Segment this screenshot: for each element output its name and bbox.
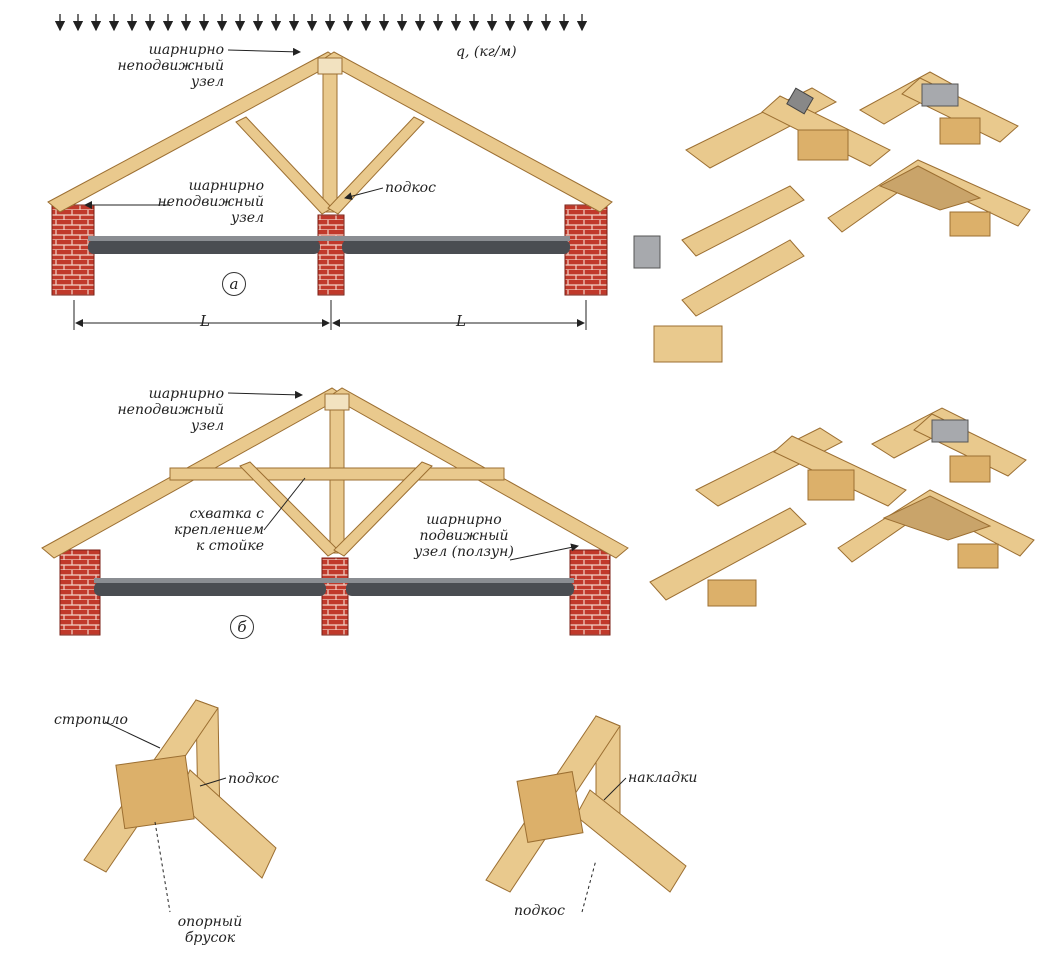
slider-label: шарнирно подвижный узел (ползун) <box>404 512 524 560</box>
brace-right <box>327 116 425 215</box>
joint-detail-left <box>83 699 277 913</box>
slider-label-line3: узел (ползун) <box>414 544 514 560</box>
brace-label-detail-left: подкос <box>228 771 279 787</box>
node-details-top <box>633 71 1031 363</box>
figure-letter-a: а <box>222 272 246 296</box>
wall-center <box>317 214 345 296</box>
ridge-node-label-a-line3: узел <box>191 74 224 90</box>
floor-beam-right <box>342 240 570 254</box>
eave-node-label-a-line3: узел <box>231 210 264 226</box>
slider-label-line2: подвижный <box>419 528 509 544</box>
span-label-right: L <box>456 312 466 330</box>
brace-label-a: подкос <box>385 180 436 196</box>
ridge-node-label-b-line3: узел <box>191 418 224 434</box>
eave-node-label-a: шарнирно неподвижный узел <box>128 178 264 226</box>
floor-beam-left <box>88 240 320 254</box>
ridge-node-label-a-line1: шарнирно <box>148 42 224 58</box>
wall-right <box>564 204 608 296</box>
figure-letter-b: б <box>230 615 254 639</box>
slider-label-line1: шарнирно <box>426 512 502 528</box>
ridge-node-label-a-line2: неподвижный <box>117 58 224 74</box>
truss-a <box>47 14 613 330</box>
ridge-node-label-b-line1: шарнирно <box>148 386 224 402</box>
ridge-node-label-a: шарнирно неподвижный узел <box>94 42 224 90</box>
node-details-bottom <box>649 407 1035 607</box>
eave-node-label-a-line2: неподвижный <box>157 194 264 210</box>
brace-right-b <box>333 461 433 557</box>
ridge-node-label-b: шарнирно неподвижный узел <box>94 386 224 434</box>
joint-detail-right <box>485 715 687 913</box>
king-post <box>322 61 338 213</box>
wall-center-b <box>321 557 349 636</box>
eave-node-label-a-line1: шарнирно <box>188 178 264 194</box>
span-label-left: L <box>200 312 210 330</box>
support-label: опорный брусок <box>160 914 260 946</box>
load-arrows <box>54 14 588 32</box>
truss-b <box>41 387 629 636</box>
brace-label-detail-right: подкос <box>514 903 565 919</box>
load-label: q, (кг/м) <box>456 44 517 60</box>
ridge-node-label-b-line2: неподвижный <box>117 402 224 418</box>
collar-label: схватка с креплением к стойке <box>134 506 264 554</box>
pads-label: накладки <box>628 770 698 786</box>
rafter-right <box>321 51 613 213</box>
collar-label-line3: к стойке <box>195 538 264 554</box>
collar-label-line2: креплением <box>174 522 264 538</box>
support-label-line2: брусок <box>184 930 236 946</box>
collar-tie <box>169 467 505 481</box>
wall-left-b <box>59 549 101 636</box>
support-label-line1: опорный <box>177 914 243 930</box>
rafter-label: стропило <box>54 712 128 728</box>
wall-right-b <box>569 549 611 636</box>
wall-left <box>51 204 95 296</box>
collar-label-line1: схватка с <box>189 506 264 522</box>
